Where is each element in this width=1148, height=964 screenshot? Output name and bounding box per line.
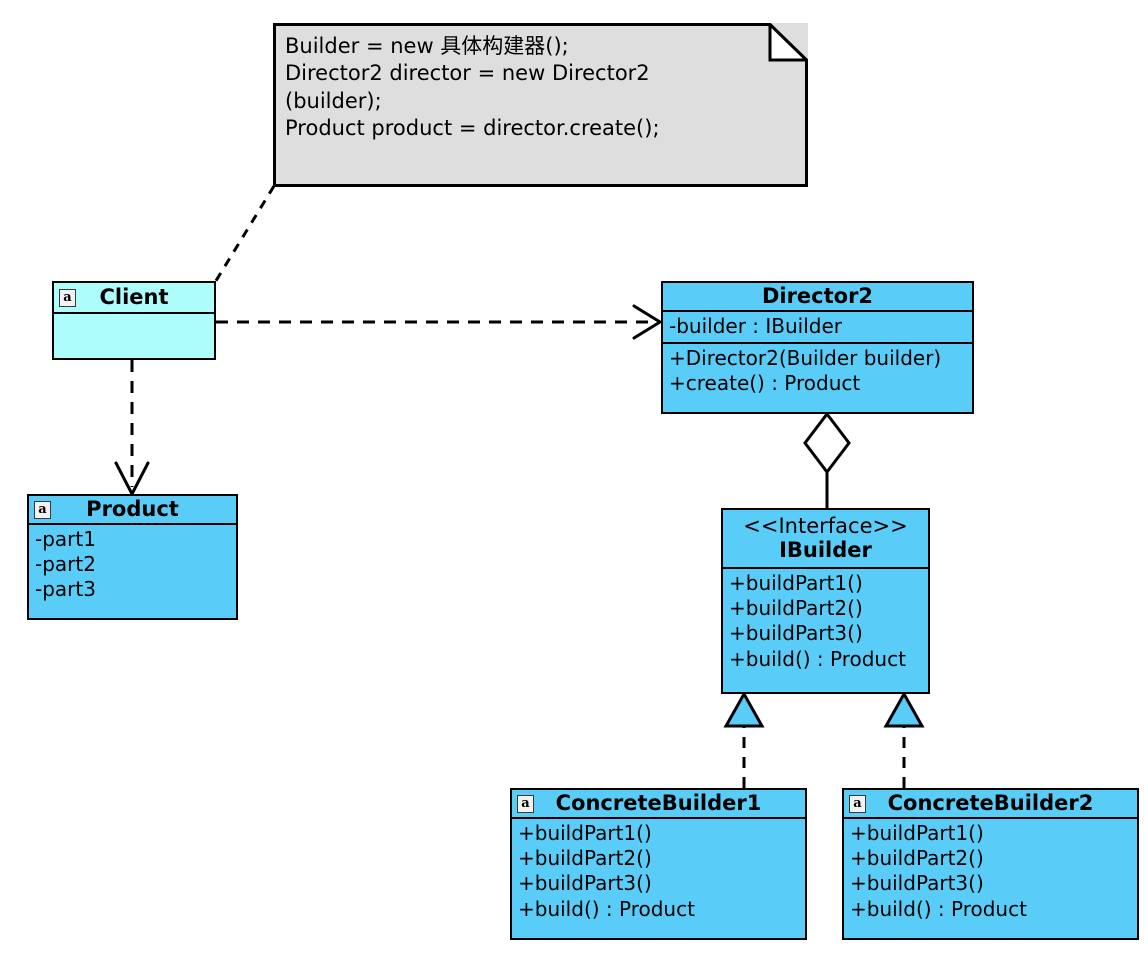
class-operation: +Director2(Builder builder) (669, 346, 942, 370)
class-attribute: -builder : IBuilder (669, 314, 843, 338)
class-operation: +buildPart1() (850, 821, 984, 845)
class-name-concretebuilder2: ConcreteBuilder2 (887, 790, 1094, 815)
class-header-stack: <<Interface>> IBuilder (727, 513, 924, 562)
class-attribute: -part1 (35, 527, 96, 551)
class-operations-director2: +Director2(Builder builder) +create() : … (663, 344, 972, 400)
note-body-path (273, 23, 808, 187)
class-operations-concretebuilder2: +buildPart1() +buildPart2() +buildPart3(… (844, 819, 1137, 926)
class-box-concretebuilder1[interactable]: a ConcreteBuilder1 +buildPart1() +buildP… (510, 788, 807, 940)
class-stereotype-ibuilder: <<Interface>> (743, 513, 908, 538)
class-box-director2[interactable]: Director2 -builder : IBuilder +Director2… (661, 281, 974, 414)
class-header-client: a Client (54, 283, 214, 314)
class-name-client: Client (99, 284, 169, 309)
class-operation: +buildPart3() (729, 621, 863, 646)
class-name-director2: Director2 (761, 283, 874, 308)
class-box-concretebuilder2[interactable]: a ConcreteBuilder2 +buildPart1() +buildP… (842, 788, 1139, 940)
class-operation: +build() : Product (518, 896, 695, 921)
note-text: Builder = new 具体构建器(); Director2 directo… (285, 34, 660, 140)
class-operation: +buildPart2() (850, 846, 984, 871)
class-operation: +buildPart1() (518, 821, 652, 845)
class-box-product[interactable]: a Product -part1 -part2 -part3 (27, 494, 238, 620)
class-operation: +buildPart3() (518, 871, 652, 896)
class-header-ibuilder: <<Interface>> IBuilder (723, 510, 928, 569)
class-operation: +buildPart2() (518, 846, 652, 871)
class-operation: +buildPart1() (729, 571, 863, 595)
note-folded-corner-path (768, 23, 808, 62)
class-header-product: a Product (29, 496, 236, 525)
class-name-ibuilder: IBuilder (779, 537, 872, 562)
class-header-concretebuilder1: a ConcreteBuilder1 (512, 790, 805, 819)
class-operation: +build() : Product (850, 896, 1027, 921)
class-operation: +buildPart3() (850, 871, 984, 896)
class-operation: +build() : Product (729, 646, 906, 671)
class-badge-icon: a (849, 794, 866, 813)
class-name-concretebuilder1: ConcreteBuilder1 (555, 790, 762, 815)
realization-cb2-arrowhead (883, 690, 925, 728)
note-comment-box: Builder = new 具体构建器(); Director2 directo… (273, 23, 808, 187)
class-operations-concretebuilder1: +buildPart1() +buildPart2() +buildPart3(… (512, 819, 805, 926)
class-badge-icon: a (59, 288, 76, 307)
class-header-concretebuilder2: a ConcreteBuilder2 (844, 790, 1137, 819)
class-header-director2: Director2 (663, 283, 972, 312)
class-members-client (54, 314, 214, 389)
class-box-client[interactable]: a Client (52, 281, 216, 360)
class-badge-icon: a (34, 500, 51, 519)
dependency-client-director2-arrowhead (632, 304, 663, 340)
note-link-line (212, 185, 276, 285)
class-operation: +buildPart2() (729, 596, 863, 621)
class-attribute: -part2 (35, 552, 96, 577)
class-operations-ibuilder: +buildPart1() +buildPart2() +buildPart3(… (723, 569, 928, 676)
aggregation-diamond (803, 411, 851, 475)
realization-cb1-arrowhead (723, 690, 765, 728)
class-attribute: -part3 (35, 577, 96, 602)
class-operation: +create() : Product (669, 371, 861, 396)
class-attributes-director2: -builder : IBuilder (663, 312, 972, 344)
class-badge-icon: a (517, 794, 534, 813)
class-box-ibuilder[interactable]: <<Interface>> IBuilder +buildPart1() +bu… (721, 508, 930, 694)
note-shape (273, 23, 808, 187)
class-name-product: Product (86, 496, 179, 521)
class-attributes-product: -part1 -part2 -part3 (29, 525, 236, 607)
